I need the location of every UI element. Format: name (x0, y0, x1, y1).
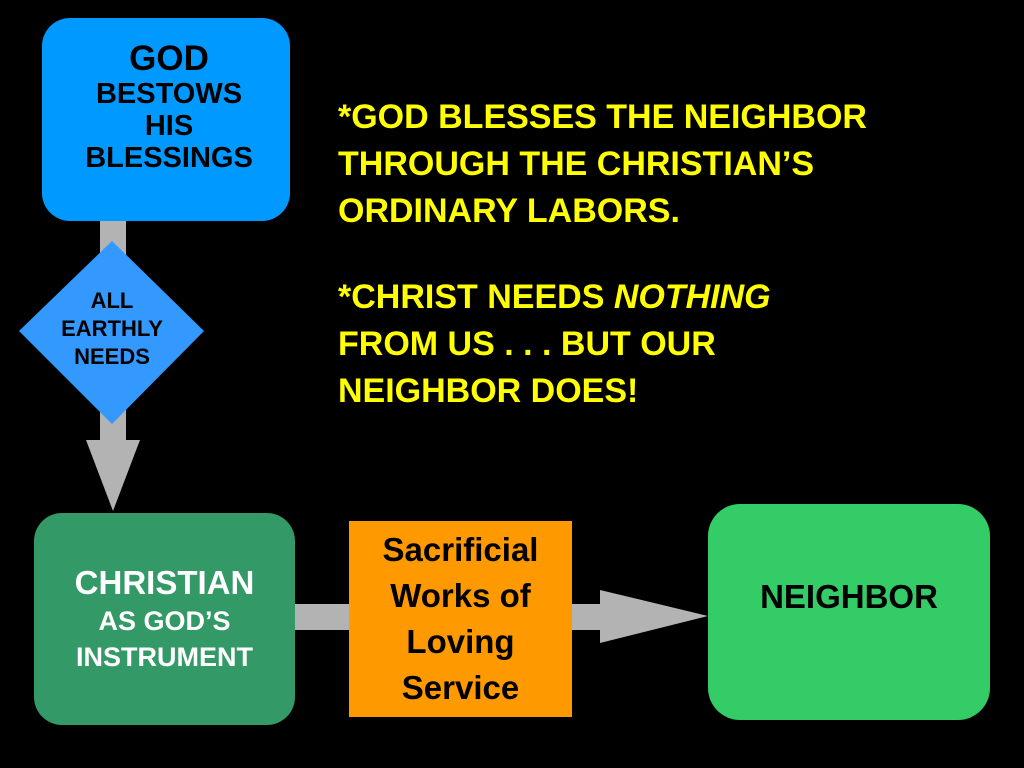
sacrifice-line-2: Works of (390, 577, 531, 614)
message1-line3: ORDINARY LABORS. (338, 192, 680, 230)
message2-line1-pre: *CHRIST NEEDS (338, 278, 614, 316)
horizontal-arrow-shaft-right (571, 604, 603, 630)
sacrifice-line-3: Loving (406, 623, 515, 660)
blessings-label: BLESSINGS (85, 142, 253, 174)
needs-diamond-text: ALL EARTHLY NEEDS (22, 287, 202, 371)
message2-line2: FROM US . . . BUT OUR (338, 325, 716, 363)
bestows-label: BESTOWS (95, 78, 243, 110)
sacrifice-line-4: Service (401, 669, 520, 706)
christian-label: CHRISTIAN (74, 564, 255, 601)
down-arrow-head (86, 440, 140, 511)
needs-diamond-shape (19, 241, 204, 424)
horizontal-arrow-shaft-left (295, 604, 351, 630)
as-gods-label: AS GOD’S (98, 606, 231, 636)
message2-emphasis: NOTHING (613, 278, 771, 316)
christian-instrument-box: CHRISTIAN AS GOD’S INSTRUMENT (34, 513, 295, 725)
needs-line-2: EARTHLY (61, 316, 163, 341)
message-god-blesses: *GOD BLESSES THE NEIGHBOR THROUGH THE CH… (338, 94, 998, 235)
message2-line3: NEIGHBOR DOES! (338, 372, 639, 410)
sacrificial-works-box: Sacrificial Works of Loving Service (349, 521, 572, 717)
message1-line1: *GOD BLESSES THE NEIGHBOR (338, 98, 867, 136)
sacrifice-line-1: Sacrificial (382, 531, 539, 568)
needs-line-1: ALL (90, 288, 134, 313)
instrument-label: INSTRUMENT (76, 642, 253, 672)
needs-line-3: NEEDS (74, 344, 150, 369)
message-christ-needs: *CHRIST NEEDS NOTHING FROM US . . . BUT … (338, 274, 998, 415)
neighbor-box: NEIGHBOR (708, 504, 990, 720)
right-arrow-head (600, 590, 708, 643)
message1-line2: THROUGH THE CHRISTIAN’S (338, 145, 814, 183)
message2-line1: *CHRIST NEEDS NOTHING (338, 274, 998, 321)
neighbor-label: NEIGHBOR (760, 578, 938, 615)
god-bestows-box: GOD BESTOWS HIS BLESSINGS (42, 18, 290, 221)
god-label: GOD (129, 39, 209, 78)
his-label: HIS (144, 110, 194, 142)
